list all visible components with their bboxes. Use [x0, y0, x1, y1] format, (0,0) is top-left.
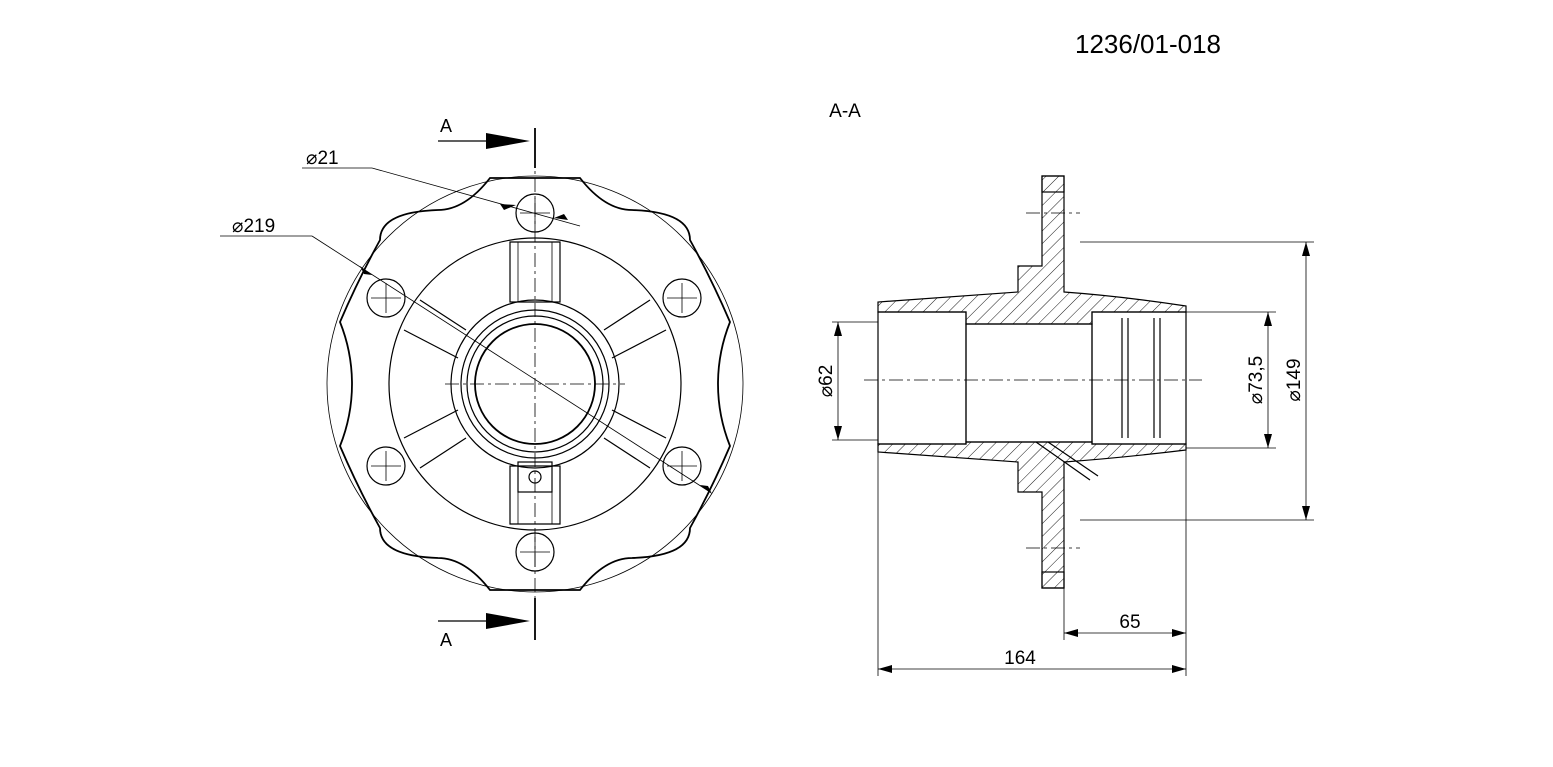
dimension-overall-length: 164 [877, 452, 1186, 676]
dimension-bore-left: ⌀62 [816, 321, 878, 441]
section-hatch-upper [877, 175, 1187, 325]
dimension-flange-pilot: ⌀149 [1080, 241, 1314, 521]
dim-bore-left-text: ⌀62 [816, 365, 837, 398]
dim-bolt-circle-text: ⌀219 [232, 216, 275, 237]
dimension-bore-right: ⌀73,5 [1186, 311, 1276, 449]
section-title: A-A [829, 101, 861, 122]
dim-flange-to-end-text: 65 [1119, 612, 1140, 633]
section-hatch-lower [877, 441, 1187, 589]
section-arrow-bottom [438, 613, 530, 629]
section-marker-bottom: A [440, 630, 452, 650]
bolt-hole-lower-right [662, 446, 702, 486]
drawing-number: 1236/01-018 [1075, 29, 1221, 59]
flange-outline [339, 177, 731, 591]
section-arrow-top [438, 133, 530, 149]
dim-overall-length-text: 164 [1004, 648, 1036, 669]
dimension-flange-to-end: 65 [1063, 450, 1187, 676]
dimension-bolt-hole: ⌀21 [302, 148, 581, 227]
section-marker-top: A [440, 116, 452, 136]
bolt-hole-upper-right [662, 278, 702, 318]
bolt-hole-lower-left [366, 446, 406, 486]
front-view: A A ⌀21 ⌀219 [220, 116, 744, 650]
bore-right [1091, 311, 1187, 445]
dim-bolt-hole-text: ⌀21 [306, 148, 339, 169]
bolt-hole-upper-left [366, 278, 406, 318]
dim-bore-right-text: ⌀73,5 [1246, 356, 1267, 404]
bolt-holes [366, 193, 702, 572]
bore-middle [965, 323, 1093, 443]
dimension-bolt-circle: ⌀219 [220, 216, 712, 494]
section-view: A-A ⌀62 [816, 101, 1314, 676]
dim-flange-pilot-text: ⌀149 [1284, 358, 1305, 401]
ribs [403, 241, 667, 525]
bore-left [877, 311, 967, 445]
